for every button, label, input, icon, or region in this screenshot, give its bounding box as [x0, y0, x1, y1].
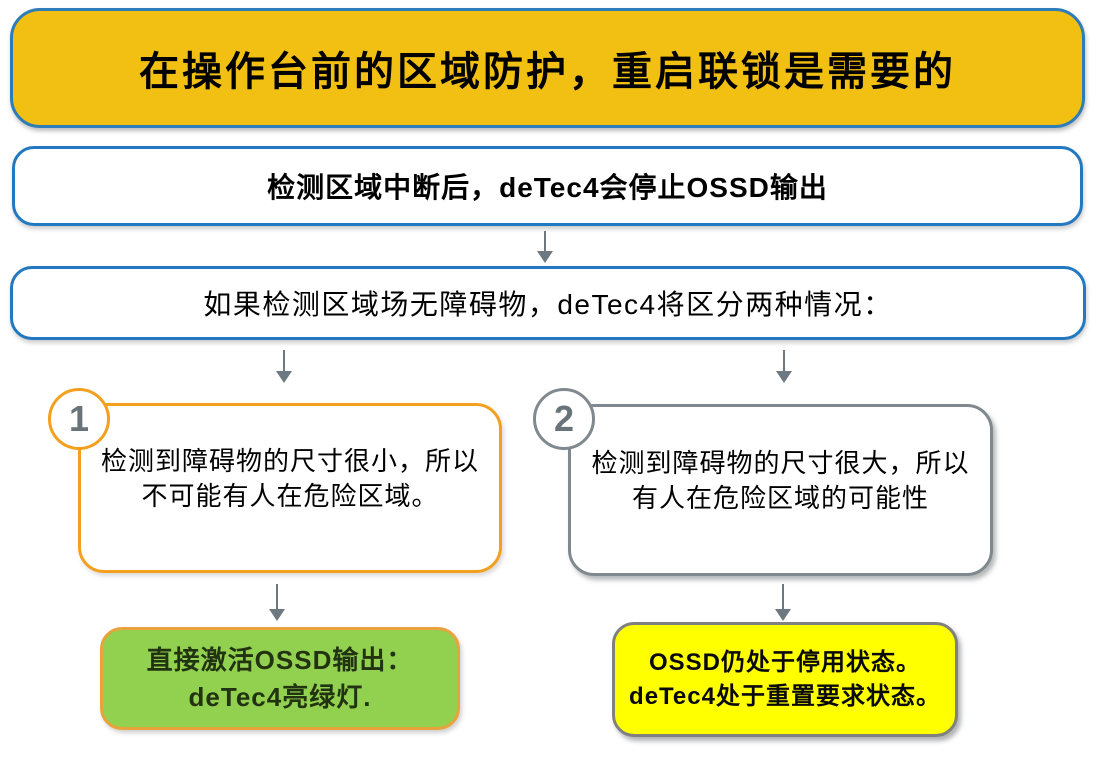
step-box-two-cases: 如果检测区域场无障碍物，deTec4将区分两种情况：	[10, 266, 1086, 340]
branch-2-number: 2	[553, 398, 575, 439]
step-2-text: 如果检测区域场无障碍物，deTec4将区分两种情况：	[203, 289, 893, 320]
arrow-down-icon	[276, 350, 292, 383]
branch-1-result-line-2: deTec4亮绿灯.	[188, 681, 372, 712]
step-box-ossd-stop: 检测区域中断后，deTec4会停止OSSD输出	[12, 146, 1083, 226]
branch-1-result-line-1: 直接激活OSSD输出：	[146, 645, 414, 676]
branch-2-result-line-1: OSSD仍处于停用状态。	[648, 648, 921, 676]
branch-2-number-badge: 2	[533, 388, 595, 450]
branch-1-result-box: 直接激活OSSD输出： deTec4亮绿灯.	[100, 627, 460, 730]
arrow-down-icon	[269, 584, 285, 621]
arrow-down-icon	[776, 350, 792, 383]
arrow-down-icon	[775, 584, 791, 621]
branch-1-condition-line-2: 不可能有人在危险区域。	[141, 481, 439, 511]
branch-1-number-badge: 1	[48, 388, 110, 450]
branch-2-result-line-2: deTec4处于重置要求状态。	[629, 682, 941, 710]
branch-1-condition-card: 检测到障碍物的尺寸很小，所以 不可能有人在危险区域。	[78, 403, 502, 573]
branch-2-result-box: OSSD仍处于停用状态。 deTec4处于重置要求状态。	[612, 622, 958, 737]
branch-2-condition-line-2: 有人在危险区域的可能性	[631, 483, 929, 513]
branch-1-condition-line-1: 检测到障碍物的尺寸很小，所以	[100, 445, 479, 476]
branch-1-number: 1	[68, 398, 90, 439]
branch-2-condition-line-1: 检测到障碍物的尺寸很大，所以	[591, 447, 970, 478]
arrow-down-icon	[537, 231, 553, 263]
branch-2-condition-card: 检测到障碍物的尺寸很大，所以 有人在危险区域的可能性	[568, 404, 993, 576]
step-1-text: 检测区域中断后，deTec4会停止OSSD输出	[267, 172, 828, 203]
title-banner: 在操作台前的区域防护，重启联锁是需要的	[10, 8, 1085, 128]
title-text: 在操作台前的区域防护，重启联锁是需要的	[139, 50, 956, 94]
